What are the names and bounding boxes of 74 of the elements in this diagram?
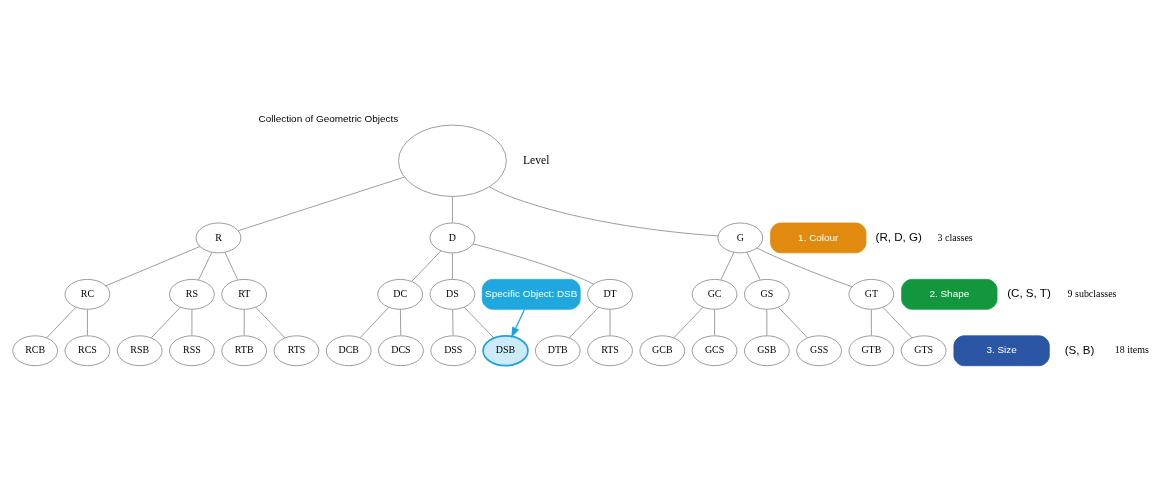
connector <box>778 306 808 339</box>
node-ellipse: G <box>717 222 764 254</box>
connector <box>489 186 719 237</box>
node-ellipse: GS <box>744 279 790 310</box>
node-ellipse: DS <box>429 279 476 310</box>
connector <box>746 251 761 281</box>
connector <box>882 306 913 339</box>
node-ellipse: RS <box>169 279 215 310</box>
label: (R, D, G) <box>875 230 922 243</box>
node-ellipse: RTB <box>221 335 267 367</box>
connector <box>87 309 88 336</box>
connector <box>756 247 853 288</box>
node-ellipse: RC <box>64 279 111 310</box>
node-label: Collection of Geometric Objects <box>258 113 399 125</box>
connector <box>191 309 193 336</box>
connector <box>411 250 442 282</box>
connector <box>46 306 77 339</box>
node-ellipse: RTS <box>273 335 320 367</box>
node-ellipse: GCS <box>691 335 738 367</box>
connector <box>714 309 715 336</box>
node-ellipse: DSS <box>430 335 477 367</box>
connector <box>105 246 201 287</box>
label: 18 items <box>1114 344 1149 356</box>
node-ellipse: RCB <box>12 335 58 367</box>
node-ellipse <box>398 124 507 197</box>
arrow <box>511 308 526 338</box>
node-ellipse: DT <box>587 279 633 310</box>
connector <box>673 306 704 339</box>
node-ellipse: RT <box>221 279 267 310</box>
node-box: 1. Colour <box>770 222 867 254</box>
node-ellipse: DSB <box>482 335 529 367</box>
node-ellipse: GSS <box>796 335 842 367</box>
connector <box>568 306 599 339</box>
connector <box>399 309 402 336</box>
connector <box>237 176 405 232</box>
connector <box>359 306 390 339</box>
node-ellipse: RSS <box>169 335 215 367</box>
node-ellipse: GSB <box>744 335 790 367</box>
node-box: Specific Object: DSB <box>481 279 581 310</box>
label: (C, S, T) <box>1007 286 1051 300</box>
node-ellipse: GT <box>848 279 895 310</box>
connector <box>224 251 239 281</box>
label: Level <box>523 153 550 167</box>
connector <box>609 309 611 336</box>
label: (S, B) <box>1064 342 1095 356</box>
connector <box>150 306 181 339</box>
node-ellipse: RCS <box>64 335 111 367</box>
node-ellipse: D <box>429 222 476 254</box>
label: 9 subclasses <box>1067 287 1117 299</box>
node-ellipse: RTS <box>587 335 633 367</box>
node-ellipse: GTB <box>848 335 895 367</box>
node-ellipse: DCS <box>378 335 424 367</box>
connector <box>255 306 286 339</box>
node-ellipse: RSB <box>116 335 163 367</box>
node-box: 3. Size <box>953 335 1050 367</box>
connector <box>452 196 453 224</box>
connector <box>243 309 245 336</box>
node-ellipse: GC <box>691 279 738 310</box>
node-box: 2. Shape <box>901 279 998 310</box>
node-ellipse: DCB <box>325 335 372 367</box>
node-ellipse: DC <box>377 279 423 310</box>
node-ellipse: GTS <box>900 335 947 367</box>
node-ellipse: GCB <box>639 335 686 367</box>
connector <box>472 243 594 285</box>
connector <box>452 252 453 280</box>
label: 3 classes <box>937 231 973 243</box>
connector <box>766 309 768 336</box>
node-ellipse: R <box>195 222 242 254</box>
connector <box>452 309 454 336</box>
connector <box>198 251 213 281</box>
connector <box>870 309 872 336</box>
connector <box>720 251 735 281</box>
node-ellipse: DTB <box>534 335 581 367</box>
connector <box>463 306 495 339</box>
